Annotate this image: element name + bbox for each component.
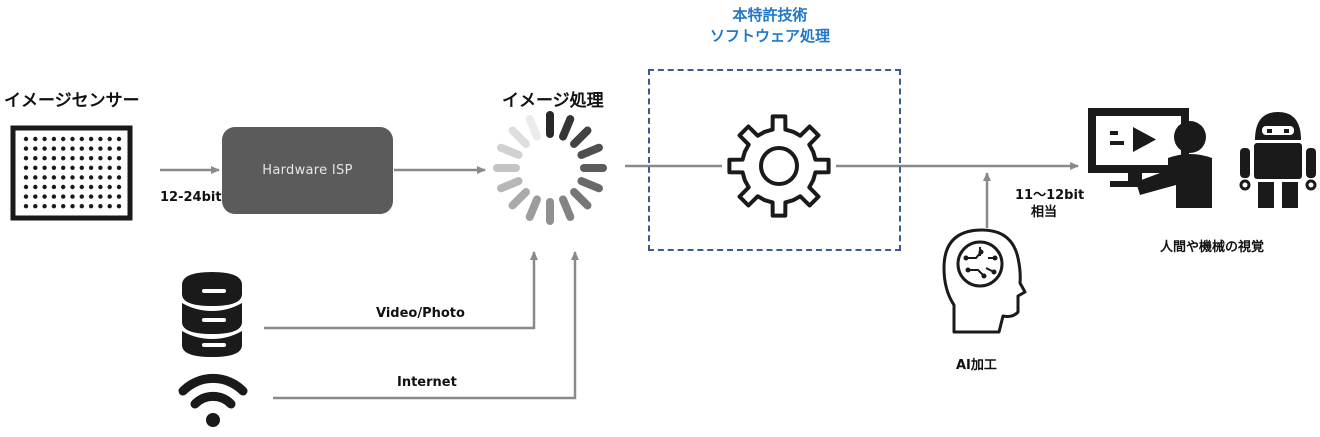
spinner-segment xyxy=(525,195,541,221)
arrow-video-to-processing xyxy=(264,251,538,330)
spinner-segment xyxy=(508,126,530,148)
output-bit-depth-line1: 11〜12bit xyxy=(1015,188,1085,203)
gear-icon xyxy=(727,114,831,218)
patent-title-line1: 本特許技術 xyxy=(732,6,808,24)
hardware-isp-label: Hardware ISP xyxy=(262,163,353,178)
patent-title: 本特許技術 ソフトウェア処理 xyxy=(700,5,840,47)
spinner-segment xyxy=(577,177,603,193)
loading-spinner-icon xyxy=(493,111,607,225)
spinner-segment xyxy=(559,115,575,141)
spinner-segment xyxy=(508,188,530,210)
ai-processing-label: AI加工 xyxy=(956,358,997,373)
ai-head-icon xyxy=(942,228,1027,334)
spinner-segment xyxy=(577,143,603,159)
database-icon xyxy=(182,272,242,357)
spinner-segment xyxy=(525,115,541,141)
arrow-internet-to-processing xyxy=(273,251,579,400)
wifi-icon xyxy=(178,373,248,427)
patent-software-box xyxy=(648,69,901,251)
monitor-person-icon xyxy=(1088,108,1212,208)
spinner-segment xyxy=(570,188,592,210)
video-photo-label: Video/Photo xyxy=(376,306,465,321)
output-bit-depth-label: 11〜12bit 相当 xyxy=(1015,187,1085,221)
spinner-segment xyxy=(497,177,523,193)
output-bit-depth-line2: 相当 xyxy=(1030,205,1057,220)
robot-icon xyxy=(1239,112,1317,208)
spinner-segment xyxy=(559,195,575,221)
hardware-isp-box: Hardware ISP xyxy=(222,127,393,214)
input-bit-depth-label: 12-24bit xyxy=(160,190,222,205)
spinner-segment xyxy=(570,126,592,148)
image-processing-label: イメージ処理 xyxy=(502,91,604,111)
spinner-segment xyxy=(497,143,523,159)
patent-title-line2: ソフトウェア処理 xyxy=(709,27,830,45)
vision-label: 人間や機械の視覚 xyxy=(1160,240,1265,255)
sensor-grid-icon xyxy=(10,125,133,221)
internet-label: Internet xyxy=(397,375,457,390)
sensor-label: イメージセンサー xyxy=(4,91,140,111)
